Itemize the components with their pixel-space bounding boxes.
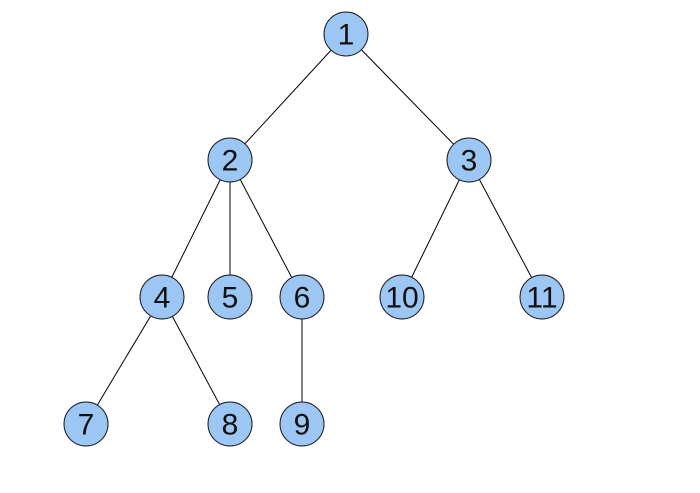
node-circle: [63, 401, 109, 447]
node-label: 4: [154, 282, 171, 315]
nodes-layer: 1 2 3 4 5 6 7 8 9 10 11: [63, 11, 565, 447]
edge-3-10: [401, 159, 470, 298]
tree-node-5: 5: [207, 274, 253, 320]
node-label: 8: [222, 409, 239, 442]
node-label: 2: [222, 145, 239, 178]
edge-1-3: [345, 33, 470, 161]
edge-2-4: [161, 159, 231, 298]
edge-4-8: [161, 296, 231, 425]
tree-node-3: 3: [446, 137, 492, 183]
node-circle: [139, 274, 185, 320]
edge-2-6: [229, 159, 303, 298]
node-circle: [446, 137, 492, 183]
node-circle: [207, 401, 253, 447]
node-circle: [279, 274, 325, 320]
tree-node-6: 6: [279, 274, 325, 320]
node-label: 1: [338, 19, 355, 52]
node-circle: [379, 274, 425, 320]
node-label: 11: [526, 282, 557, 315]
tree-node-1: 1: [323, 11, 369, 57]
node-circle: [279, 401, 325, 447]
tree-node-4: 4: [139, 274, 185, 320]
edges-layer: [85, 33, 543, 425]
node-label: 6: [294, 282, 311, 315]
edge-4-7: [85, 296, 163, 425]
node-circle: [207, 137, 253, 183]
node-label: 10: [385, 282, 418, 315]
tree-node-8: 8: [207, 401, 253, 447]
tree-node-7: 7: [63, 401, 109, 447]
tree-node-9: 9: [279, 401, 325, 447]
edge-1-2: [229, 33, 347, 161]
node-circle: [519, 274, 565, 320]
edge-3-11: [468, 159, 543, 298]
node-label: 3: [461, 145, 478, 178]
tree-node-10: 10: [379, 274, 425, 320]
tree-node-2: 2: [207, 137, 253, 183]
node-label: 7: [78, 409, 95, 442]
node-circle: [323, 11, 369, 57]
node-circle: [207, 274, 253, 320]
node-label: 5: [222, 282, 239, 315]
node-label: 9: [294, 409, 311, 442]
tree-node-11: 11: [519, 274, 565, 320]
